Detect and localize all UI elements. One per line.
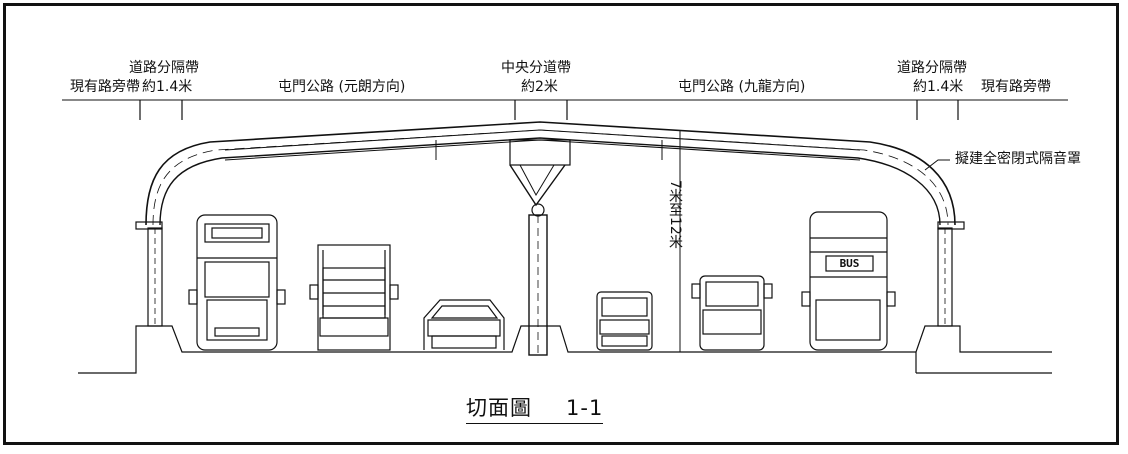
height-dimension-label: 7米至12米 bbox=[667, 180, 683, 249]
median-title: 中央分道帶 bbox=[501, 60, 571, 76]
section-title: 切面圖 1-1 bbox=[466, 392, 604, 424]
car bbox=[423, 299, 505, 350]
existing-verge-left: 現有路旁帶 bbox=[70, 79, 140, 95]
van bbox=[596, 291, 653, 351]
double-decker-bus-left bbox=[188, 214, 286, 351]
double-decker-bus-right bbox=[801, 211, 896, 351]
median-width: 約2米 bbox=[521, 79, 558, 95]
enclosure-centerline bbox=[152, 129, 949, 226]
section-title-text: 切面圖 bbox=[466, 396, 532, 420]
divider-left-title: 道路分隔帶 bbox=[129, 60, 199, 76]
pier-head bbox=[509, 139, 571, 166]
divider-right-width: 約1.4米 bbox=[913, 79, 964, 95]
ground-line bbox=[78, 325, 1052, 374]
roof-truss bbox=[224, 129, 861, 151]
drawing-frame bbox=[3, 3, 1119, 445]
roof-truss-lower bbox=[224, 139, 861, 161]
enclosure-leader bbox=[924, 159, 950, 171]
pier-joint bbox=[531, 203, 545, 217]
divider-right-title: 道路分隔帶 bbox=[897, 60, 967, 76]
divider-left-width: 約1.4米 bbox=[142, 79, 193, 95]
enclosure-label: 擬建全密閉式隔音罩 bbox=[955, 151, 1081, 167]
enclosure-outer bbox=[145, 121, 956, 226]
pier-bracket bbox=[509, 164, 566, 207]
section-title-number: 1-1 bbox=[566, 396, 604, 420]
enclosure-inner bbox=[159, 137, 941, 226]
right-column-cap bbox=[937, 221, 965, 230]
left-column-cap bbox=[135, 221, 163, 230]
truck bbox=[309, 244, 399, 351]
carriageway-right: 屯門公路 (九龍方向) bbox=[678, 79, 806, 95]
existing-verge-right: 現有路旁帶 bbox=[981, 79, 1051, 95]
light-truck bbox=[691, 275, 773, 351]
bus-destination-sign: BUS bbox=[839, 257, 860, 270]
carriageway-left: 屯門公路 (元朗方向) bbox=[278, 79, 406, 95]
